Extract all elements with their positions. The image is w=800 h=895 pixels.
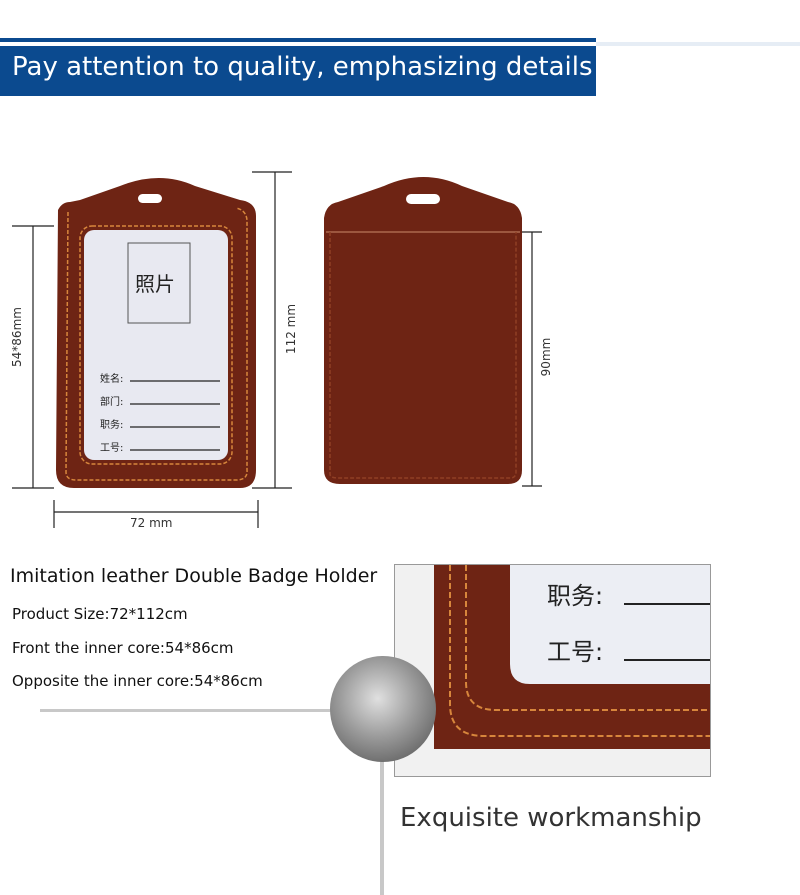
detail-field: 职务: <box>547 582 604 610</box>
badge-diagram <box>12 171 542 528</box>
connector-line <box>380 760 384 895</box>
detail-caption: Exquisite workmanship <box>400 803 702 833</box>
connector-line <box>40 709 332 712</box>
header-light-rule <box>596 42 800 46</box>
field-label: 工号: <box>100 443 124 454</box>
spec-back-core: Opposite the inner core:54*86cm <box>12 672 263 690</box>
spec-front-core: Front the inner core:54*86cm <box>12 639 234 657</box>
detail-field: 工号: <box>547 638 604 666</box>
photo-label: 照片 <box>135 272 175 296</box>
field-label: 部门: <box>100 397 124 408</box>
badge-front <box>56 178 256 488</box>
header-banner: Pay attention to quality, emphasizing de… <box>0 46 596 96</box>
workmanship-photo <box>330 656 436 762</box>
dim-inner-front: 54*86mm <box>10 307 24 367</box>
product-title: Imitation leather Double Badge Holder <box>10 565 378 587</box>
dim-height: 112 mm <box>284 303 298 355</box>
dim-width: 72 mm <box>130 516 173 530</box>
field-label: 姓名: <box>100 374 124 385</box>
field-label: 职务: <box>100 420 124 431</box>
header-top-rule <box>0 38 596 42</box>
detail-closeup <box>394 564 711 777</box>
spec-size: Product Size:72*112cm <box>12 605 188 623</box>
badge-back <box>324 177 522 484</box>
dim-inner-back: 90mm <box>539 337 553 377</box>
